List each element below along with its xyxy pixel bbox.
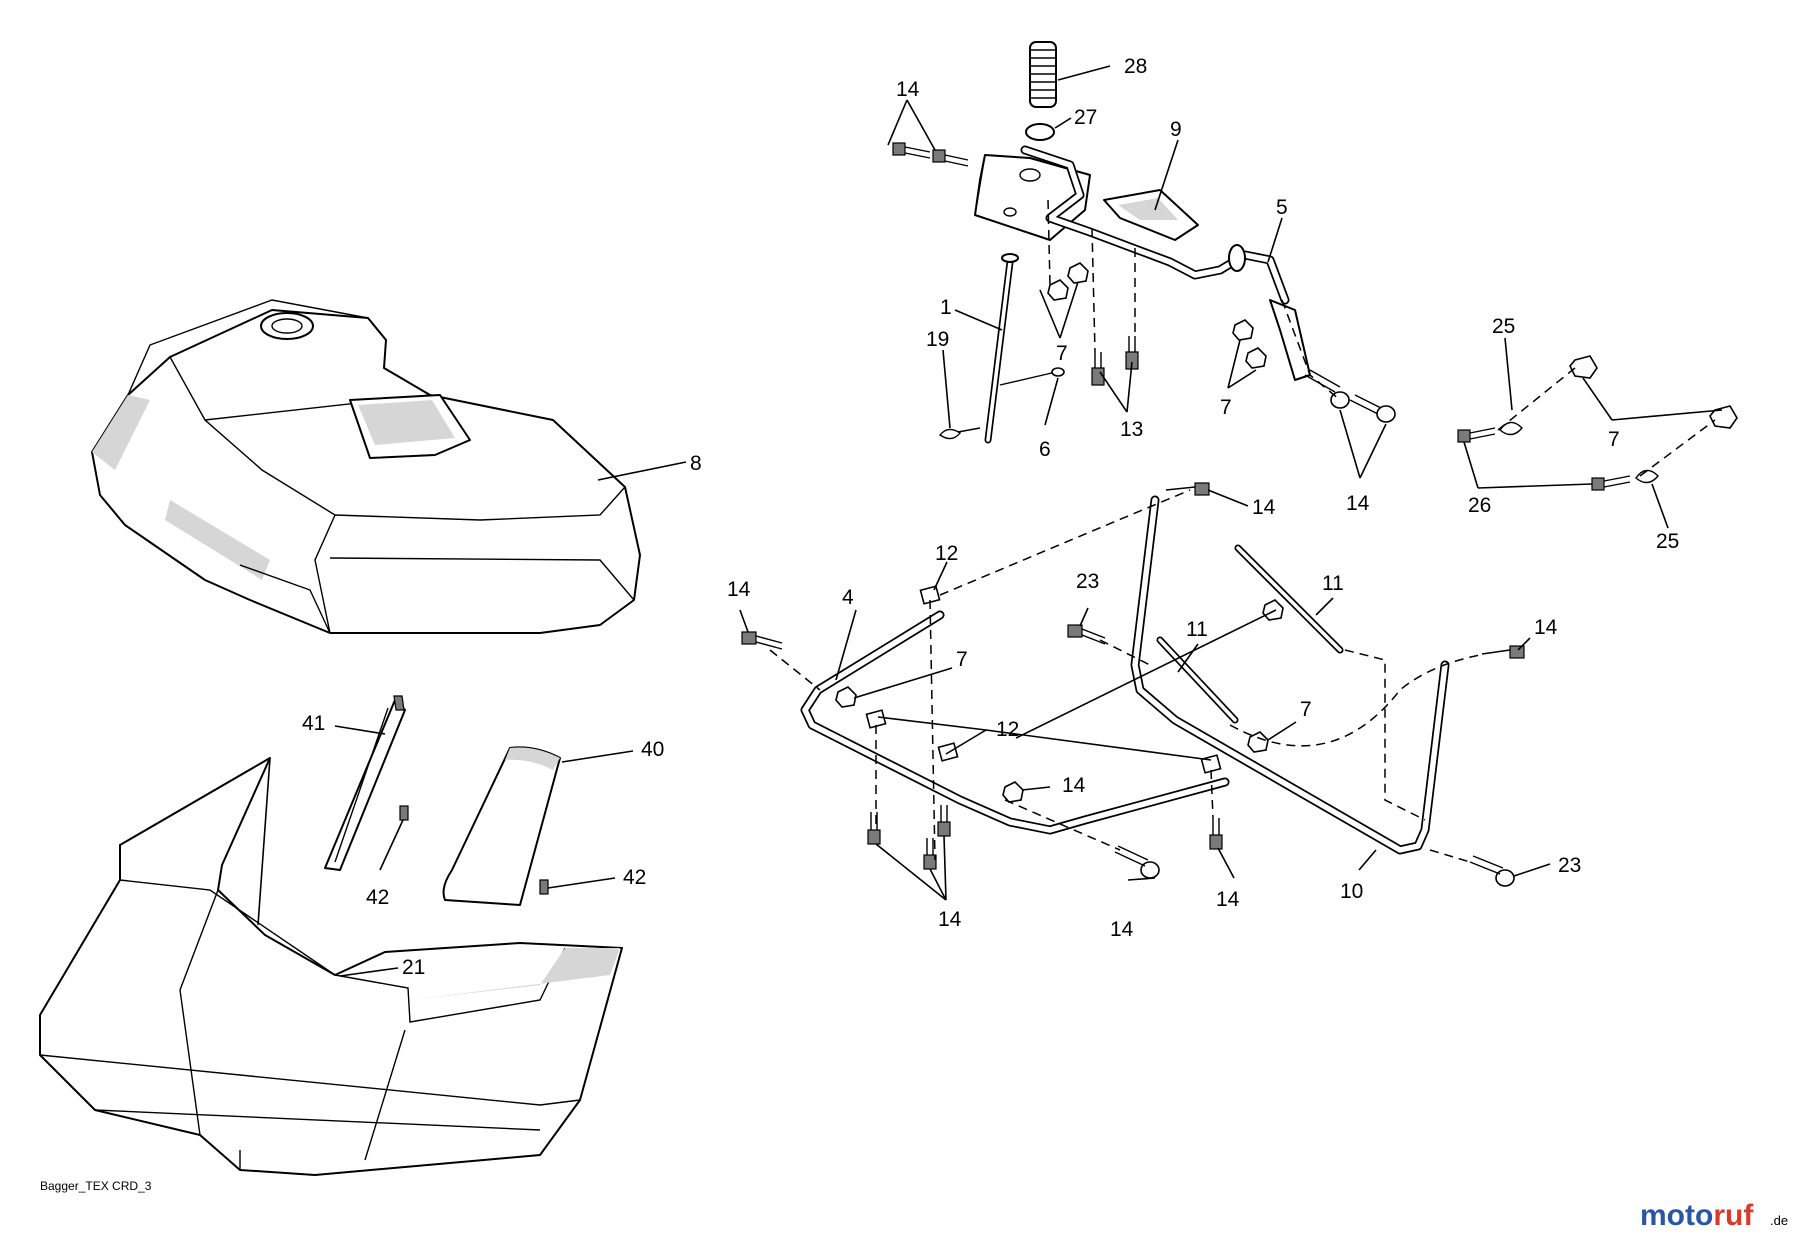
callout-1: 1 [940, 296, 952, 319]
bag-part-21 [39, 757, 623, 1176]
callout-28: 28 [1124, 55, 1147, 78]
callout-7: 7 [956, 648, 968, 671]
lower-frame [741, 482, 1525, 887]
callout-14: 14 [896, 78, 920, 101]
callout-23: 23 [1076, 570, 1099, 593]
callout-6: 6 [1039, 438, 1051, 461]
callout-42: 42 [623, 866, 646, 889]
callout-14: 14 [1110, 918, 1134, 941]
callout-21: 21 [402, 956, 425, 979]
cover-part-8 [91, 299, 641, 634]
callout-19: 19 [926, 328, 949, 351]
panel-part-40 [442, 746, 561, 906]
callout-14: 14 [1216, 888, 1240, 911]
callout-5: 5 [1276, 196, 1288, 219]
callout-23: 23 [1558, 854, 1581, 877]
brand-part-b: ruf [1713, 1199, 1754, 1232]
callout-14: 14 [938, 908, 962, 931]
callout-12: 12 [935, 542, 958, 565]
callout-7: 7 [1300, 698, 1312, 721]
diagram-caption: Bagger_TEX CRD_3 [40, 1179, 152, 1193]
leader-lines [334, 65, 1723, 977]
callout-40: 40 [641, 738, 664, 761]
callout-7: 7 [1220, 396, 1232, 419]
callout-42: 42 [366, 886, 389, 909]
panel-part-41 [324, 695, 406, 871]
callout-9: 9 [1170, 118, 1182, 141]
watermark-logo: motoruf .de [1640, 1199, 1788, 1232]
brand-suffix: .de [1770, 1213, 1788, 1228]
callout-11: 11 [1322, 572, 1344, 595]
callout-labels: 28 27 14 9 5 1 19 7 6 13 7 14 25 7 26 25… [302, 55, 1679, 979]
callout-7: 7 [1608, 428, 1620, 451]
callout-7: 7 [1056, 342, 1068, 365]
callout-10: 10 [1340, 880, 1363, 903]
callout-27: 27 [1074, 106, 1097, 129]
upper-assembly [892, 41, 1396, 444]
callout-25: 25 [1656, 530, 1679, 553]
callout-26: 26 [1468, 494, 1491, 517]
svg-text:motoruf: motoruf [1640, 1199, 1754, 1232]
callout-14: 14 [1346, 492, 1370, 515]
callout-14: 14 [1252, 496, 1276, 519]
callout-14: 14 [1062, 774, 1086, 797]
callout-25: 25 [1492, 315, 1515, 338]
right-hardware [1457, 355, 1738, 491]
brand-part-a: moto [1640, 1199, 1713, 1232]
callout-14: 14 [1534, 616, 1558, 639]
callout-4: 4 [842, 586, 854, 609]
screws-part-42 [399, 805, 549, 895]
callout-41: 41 [302, 712, 325, 735]
callout-14: 14 [727, 578, 751, 601]
callout-11: 11 [1186, 618, 1208, 641]
callout-13: 13 [1120, 418, 1143, 441]
callout-8: 8 [690, 452, 702, 475]
callout-12: 12 [996, 718, 1019, 741]
